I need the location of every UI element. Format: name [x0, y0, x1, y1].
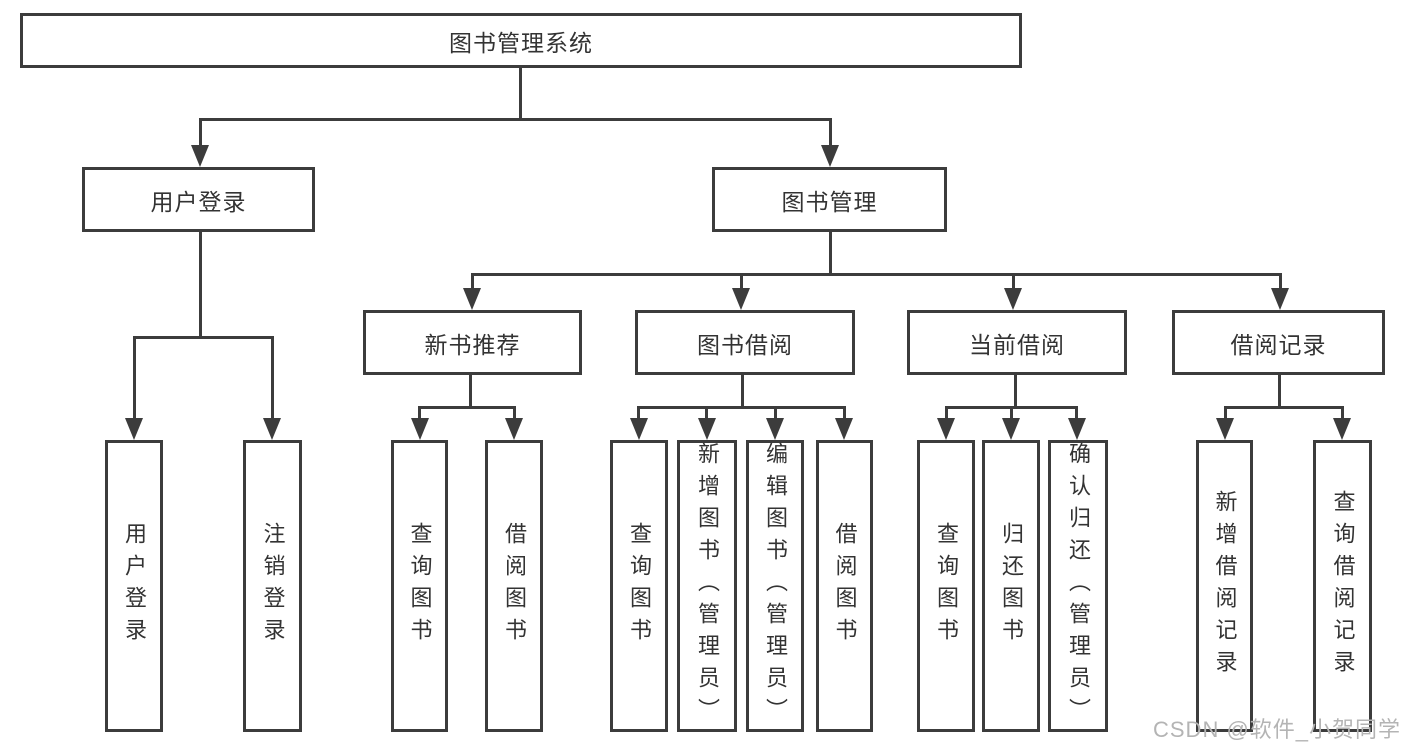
leaf-borrowing-query-books: 查询图书: [610, 440, 668, 732]
arrow-down-icon: [263, 418, 281, 440]
leaf-current-confirm-return-admin: 确认归还（管理员）: [1048, 440, 1108, 732]
arrow-down-icon: [505, 418, 523, 440]
connector-line: [774, 406, 777, 421]
arrow-down-icon: [125, 418, 143, 440]
leaf-current-return-books: 归还图书: [982, 440, 1040, 732]
node-user-login: 用户登录: [82, 167, 315, 232]
node-book-borrowing-label: 图书借阅: [697, 331, 793, 358]
arrow-down-icon: [937, 418, 955, 440]
connector-line: [1010, 406, 1013, 421]
connector-line: [1279, 273, 1282, 293]
arrow-down-icon: [835, 418, 853, 440]
arrow-down-icon: [698, 418, 716, 440]
node-book-borrowing: 图书借阅: [635, 310, 855, 375]
node-new-book-recommend: 新书推荐: [363, 310, 582, 375]
connector-line: [637, 406, 844, 409]
connector-line: [199, 232, 202, 336]
node-borrowing-records: 借阅记录: [1172, 310, 1385, 375]
arrow-down-icon: [630, 418, 648, 440]
leaf-borrowing-borrow-books: 借阅图书: [816, 440, 873, 732]
leaf-records-add-record: 新增借阅记录: [1196, 440, 1253, 732]
connector-line: [199, 118, 831, 121]
arrow-down-icon: [1004, 288, 1022, 310]
arrow-down-icon: [732, 288, 750, 310]
connector-line: [843, 406, 846, 421]
arrow-down-icon: [1068, 418, 1086, 440]
leaf-current-query-books-label: 查询图书: [934, 522, 959, 650]
node-current-borrowing-label: 当前借阅: [969, 331, 1065, 358]
connector-line: [829, 232, 832, 273]
arrow-down-icon: [1271, 288, 1289, 310]
connector-line: [637, 406, 640, 421]
connector-line: [471, 273, 1281, 276]
connector-line: [271, 336, 274, 421]
connector-line: [471, 273, 474, 293]
leaf-recommend-query-books: 查询图书: [391, 440, 448, 732]
leaf-current-return-books-label: 归还图书: [999, 522, 1024, 650]
connector-line: [199, 118, 202, 148]
leaf-borrowing-borrow-books-label: 借阅图书: [832, 522, 858, 650]
connector-line: [519, 68, 522, 118]
connector-line: [418, 406, 421, 421]
csdn-watermark: CSDN @软件_小贺同学: [1153, 717, 1402, 742]
leaf-records-add-record-label: 新增借阅记录: [1212, 490, 1238, 682]
node-current-borrowing: 当前借阅: [907, 310, 1127, 375]
node-book-management-label: 图书管理: [781, 188, 878, 215]
leaf-recommend-query-books-label: 查询图书: [407, 522, 433, 650]
leaf-logout: 注销登录: [243, 440, 302, 732]
leaf-records-query-record: 查询借阅记录: [1313, 440, 1372, 732]
leaf-user-login: 用户登录: [105, 440, 163, 732]
connector-line: [1075, 406, 1078, 421]
leaf-borrowing-query-books-label: 查询图书: [627, 522, 652, 650]
connector-line: [945, 406, 948, 421]
connector-line: [829, 118, 832, 148]
leaf-recommend-borrow-books-label: 借阅图书: [502, 522, 527, 650]
connector-line: [740, 273, 743, 293]
connector-line: [133, 336, 136, 421]
arrow-down-icon: [1002, 418, 1020, 440]
connector-line: [513, 406, 516, 421]
connector-line: [705, 406, 708, 421]
arrow-down-icon: [463, 288, 481, 310]
leaf-borrowing-add-books-admin: 新增图书（管理员）: [677, 440, 737, 732]
connector-line: [469, 375, 472, 406]
connector-line: [1224, 406, 1343, 409]
arrow-down-icon: [1333, 418, 1351, 440]
leaf-borrowing-add-books-admin-label: 新增图书（管理员）: [695, 442, 720, 730]
arrow-down-icon: [411, 418, 429, 440]
node-user-login-label: 用户登录: [150, 188, 247, 215]
connector-line: [741, 375, 744, 406]
arrow-down-icon: [821, 145, 839, 167]
connector-line: [1224, 406, 1227, 421]
connector-line: [1014, 375, 1017, 406]
connector-line: [1341, 406, 1344, 421]
arrow-down-icon: [1216, 418, 1234, 440]
node-borrowing-records-label: 借阅记录: [1230, 331, 1327, 358]
leaf-recommend-borrow-books: 借阅图书: [485, 440, 543, 732]
arrow-down-icon: [766, 418, 784, 440]
leaf-records-query-record-label: 查询借阅记录: [1330, 490, 1356, 682]
node-book-management: 图书管理: [712, 167, 947, 232]
connector-line: [1012, 273, 1015, 293]
arrow-down-icon: [191, 145, 209, 167]
leaf-current-confirm-return-admin-label: 确认归还（管理员）: [1066, 442, 1091, 730]
node-book-management-system-label: 图书管理系统: [449, 29, 593, 56]
leaf-user-login-label: 用户登录: [122, 522, 147, 650]
connector-line: [1278, 375, 1281, 406]
leaf-borrowing-edit-books-admin-label: 编辑图书（管理员）: [763, 442, 788, 730]
node-book-management-system: 图书管理系统: [20, 13, 1022, 68]
leaf-logout-label: 注销登录: [260, 522, 286, 650]
node-new-book-recommend-label: 新书推荐: [424, 331, 521, 358]
connector-line: [418, 406, 515, 409]
connector-line: [133, 336, 274, 339]
leaf-borrowing-edit-books-admin: 编辑图书（管理员）: [746, 440, 804, 732]
leaf-current-query-books: 查询图书: [917, 440, 975, 732]
